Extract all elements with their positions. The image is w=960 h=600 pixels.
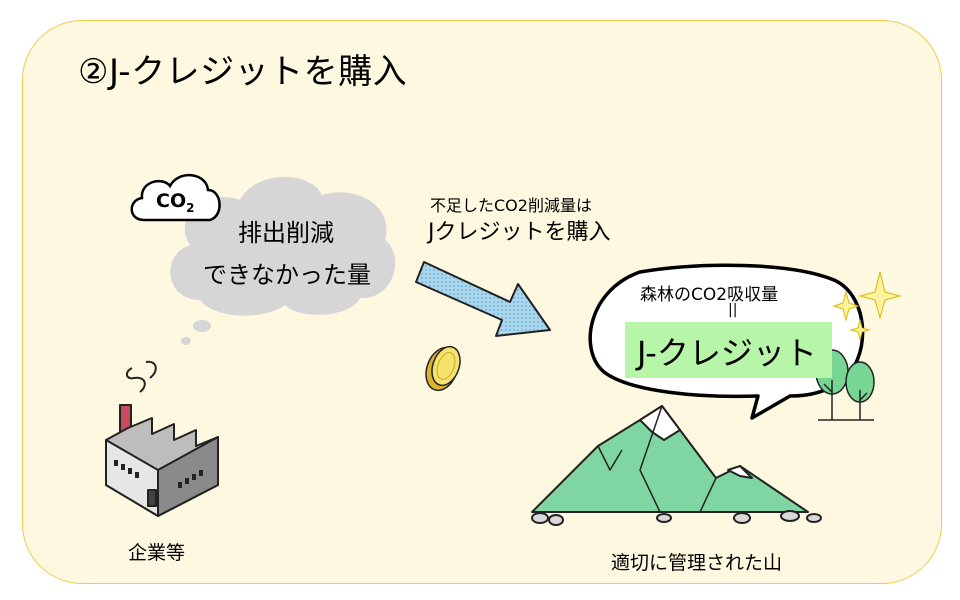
mountain-label: 適切に管理された山: [611, 552, 783, 574]
bubble-text: 森林のCO2吸収量: [640, 285, 779, 305]
co2-subscript: 2: [186, 200, 195, 215]
credit-label: J-クレジット: [637, 334, 817, 372]
co2-text: CO: [156, 190, 187, 212]
sparkle-icon: [832, 271, 902, 341]
credit-highlight-box: [625, 322, 832, 378]
bubble-equals: ||: [728, 302, 738, 318]
arrow-note-small: 不足したCO2削減量は: [430, 196, 592, 215]
cloud-text-line1: 排出削減: [238, 219, 334, 247]
company-label: 企業等: [128, 542, 186, 564]
thought-cloud: [170, 176, 396, 345]
co2-cloud-icon: [130, 173, 221, 222]
mountain-icon: [531, 405, 822, 526]
purchase-arrow: [415, 261, 551, 337]
coin-icon: [425, 345, 461, 392]
arrow-note-large: Jクレジットを購入: [428, 220, 611, 245]
page-title: ②J-クレジットを購入: [78, 52, 408, 92]
factory-icon: [105, 360, 219, 517]
cloud-text-line2: できなかった量: [203, 261, 371, 289]
co2-label: CO2: [156, 190, 194, 215]
